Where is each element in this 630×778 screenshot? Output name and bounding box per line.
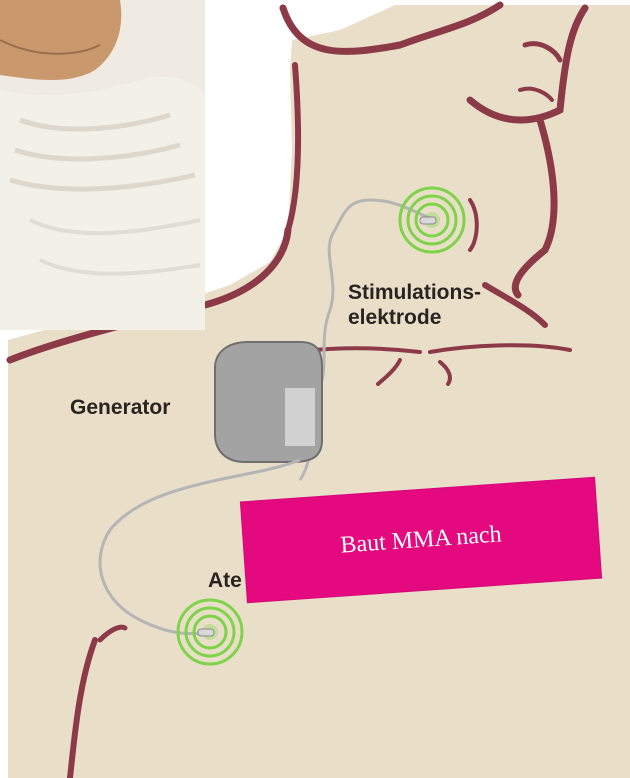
stimulation-electrode-label: Stimulations- elektrode: [348, 280, 481, 330]
caption-banner-text: Baut MMA nach: [340, 521, 503, 559]
stimulation-electrode-label-line1: Stimulations-: [348, 280, 481, 305]
breathing-sensor-label: Ate: [208, 568, 242, 593]
patient-photo: [0, 0, 205, 330]
generator-label: Generator: [70, 395, 170, 420]
generator-device: [215, 342, 322, 462]
stimulation-electrode-label-line2: elektrode: [348, 305, 481, 330]
